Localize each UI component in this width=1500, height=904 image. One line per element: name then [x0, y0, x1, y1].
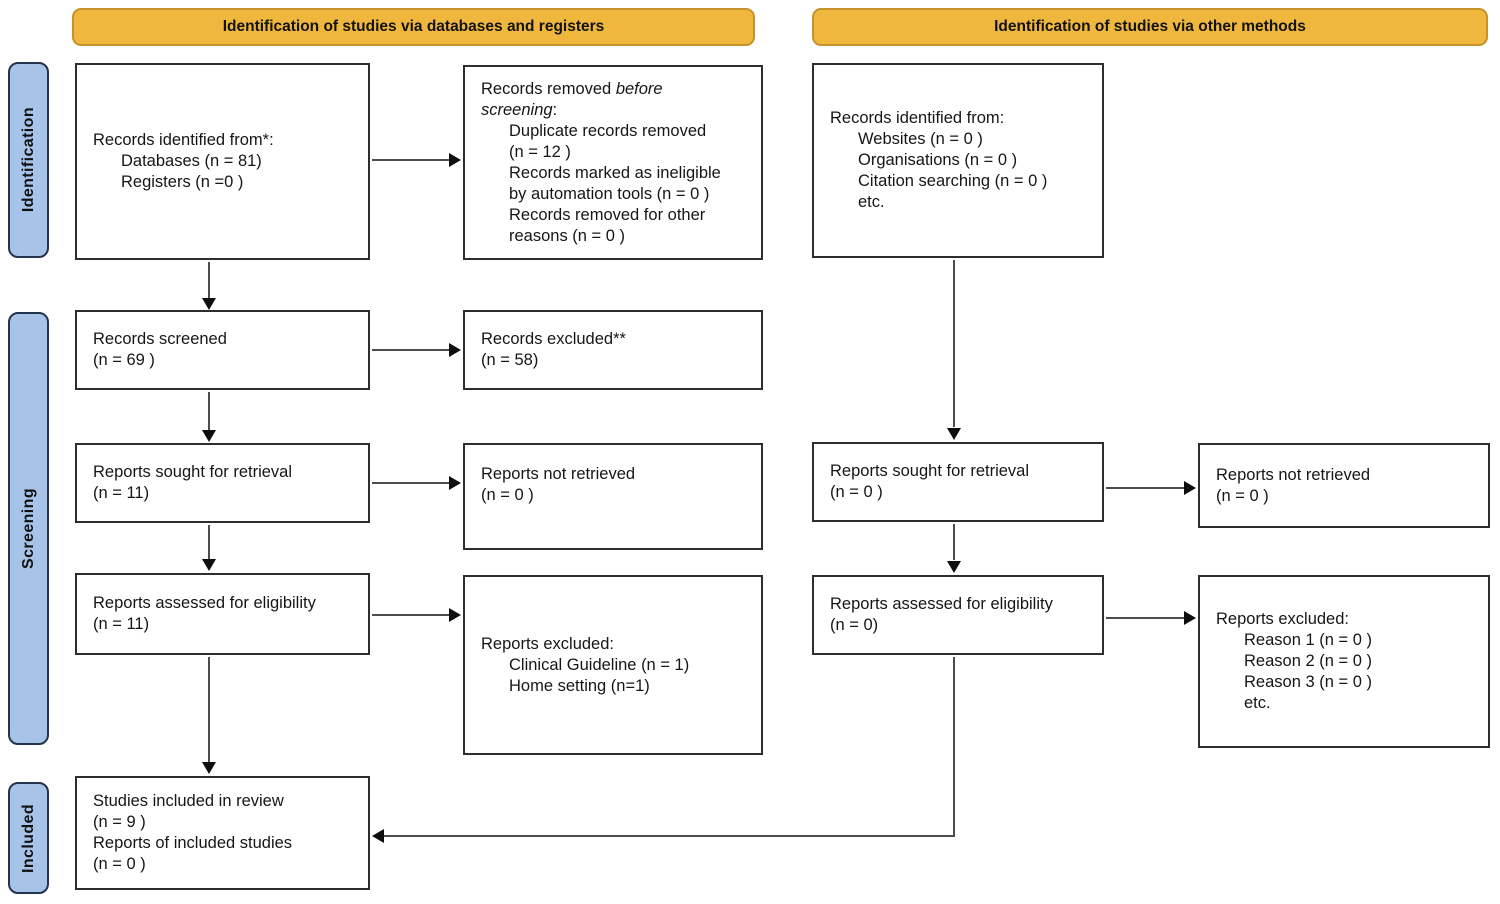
box-item: Reason 1 (n = 0 )	[1244, 631, 1372, 649]
box-reports-sought-other: Reports sought for retrieval (n = 0 )	[812, 442, 1104, 522]
box-item: Databases (n = 81)	[121, 152, 262, 170]
arrowhead-down-icon	[947, 561, 961, 573]
box-item: Reason 2 (n = 0 )	[1244, 652, 1372, 670]
box-records-excluded: Records excluded** (n = 58)	[463, 310, 763, 390]
box-item: Registers (n =0 )	[121, 173, 244, 191]
box-line: Reports of included studies	[93, 834, 293, 852]
arrow-sought-other-to-not-retrieved	[1106, 487, 1184, 489]
box-line: (n = 69 )	[93, 351, 155, 369]
box-item: Clinical Guideline (n = 1)	[509, 655, 690, 674]
arrowhead-right-icon	[449, 608, 461, 622]
box-item: etc.	[858, 193, 885, 211]
phase-label-screening-text: Screening	[19, 488, 37, 569]
box-item: etc.	[1244, 694, 1271, 712]
arrowhead-down-icon	[202, 762, 216, 774]
box-item: Records removed for other	[509, 205, 706, 224]
box-item: reasons (n = 0 )	[509, 226, 626, 245]
arrowhead-down-icon	[202, 559, 216, 571]
box-reports-sought-databases: Reports sought for retrieval (n = 11)	[75, 443, 370, 523]
title-segment: Records removed	[481, 79, 616, 98]
title-segment-italic: screening	[481, 100, 553, 119]
box-line: (n = 58)	[481, 351, 539, 369]
arrowhead-right-icon	[449, 343, 461, 357]
arrowhead-down-icon	[947, 428, 961, 440]
box-line: Studies included in review	[93, 792, 284, 810]
arrow-sought-to-assessed	[208, 525, 210, 560]
box-line: (n = 0 )	[481, 486, 534, 504]
box-title: Reports excluded:	[481, 634, 614, 653]
phase-label-screening: Screening	[8, 312, 49, 745]
arrow-sought-other-to-assessed	[953, 524, 955, 560]
box-reports-assessed-databases: Reports assessed for eligibility (n = 11…	[75, 573, 370, 655]
phase-label-included-text: Included	[19, 803, 37, 873]
box-item: Records marked as ineligible	[509, 163, 721, 182]
box-line: Reports not retrieved	[481, 465, 636, 483]
arrow-identified-to-removed	[372, 159, 449, 161]
phase-label-included: Included	[8, 782, 49, 894]
box-line: Reports assessed for eligibility	[830, 595, 1053, 613]
arrow-assessed-to-excluded	[372, 614, 449, 616]
banner-databases-registers: Identification of studies via databases …	[72, 8, 755, 46]
box-line: Records excluded**	[481, 330, 626, 348]
phase-label-identification: Identification	[8, 62, 49, 258]
box-line: (n = 0 )	[93, 855, 146, 873]
arrow-assessed-to-included	[208, 657, 210, 762]
box-records-screened: Records screened (n = 69 )	[75, 310, 370, 390]
box-item: Home setting (n=1)	[509, 676, 650, 695]
box-reports-not-retrieved-databases: Reports not retrieved (n = 0 )	[463, 443, 763, 550]
arrowhead-right-icon	[1184, 611, 1196, 625]
phase-label-identification-text: Identification	[19, 107, 37, 213]
box-line: Reports assessed for eligibility	[93, 594, 316, 612]
box-line: Reports sought for retrieval	[93, 463, 293, 481]
box-reports-excluded-other: Reports excluded: Reason 1 (n = 0 ) Reas…	[1198, 575, 1490, 748]
box-reports-assessed-other: Reports assessed for eligibility (n = 0)	[812, 575, 1104, 655]
arrowhead-down-icon	[202, 430, 216, 442]
arrow-identified-to-screened	[208, 262, 210, 299]
box-line: Reports not retrieved	[1216, 465, 1371, 484]
box-item: Duplicate records removed	[509, 121, 707, 140]
box-title: Records identified from*:	[93, 131, 274, 149]
arrowhead-down-icon	[202, 298, 216, 310]
box-item: Reason 3 (n = 0 )	[1244, 673, 1372, 691]
arrow-sought-to-not-retrieved	[372, 482, 449, 484]
box-item: (n = 12 )	[509, 142, 571, 161]
arrow-assessed-other-to-excluded	[1106, 617, 1184, 619]
arrow-screened-to-sought	[208, 392, 210, 430]
title-segment-italic: before	[615, 79, 663, 98]
box-title: screening:	[481, 100, 747, 121]
box-studies-included: Studies included in review (n = 9 ) Repo…	[75, 776, 370, 890]
arrowhead-right-icon	[1184, 481, 1196, 495]
arrowhead-left-icon	[372, 829, 384, 843]
banner-other-methods-label: Identification of studies via other meth…	[994, 18, 1306, 35]
box-records-removed-before-screening: Records removed before screening: Duplic…	[463, 65, 763, 260]
box-line: Records screened	[93, 330, 227, 348]
box-item: Citation searching (n = 0 )	[858, 172, 1048, 190]
box-line: (n = 0 )	[830, 483, 883, 501]
box-line: (n = 0 )	[1216, 486, 1269, 505]
banner-databases-registers-label: Identification of studies via databases …	[222, 18, 605, 35]
box-reports-excluded-databases: Reports excluded: Clinical Guideline (n …	[463, 575, 763, 755]
box-records-identified-other: Records identified from: Websites (n = 0…	[812, 63, 1104, 258]
box-line: (n = 9 )	[93, 813, 146, 831]
box-item: by automation tools (n = 0 )	[509, 184, 710, 203]
banner-other-methods: Identification of studies via other meth…	[812, 8, 1488, 46]
box-records-identified-databases: Records identified from*: Databases (n =…	[75, 63, 370, 260]
box-line: (n = 11)	[93, 615, 150, 633]
arrow-identified-other-to-sought	[953, 260, 955, 427]
title-segment: :	[552, 100, 558, 119]
box-line: (n = 0)	[830, 616, 879, 634]
arrow-other-to-included-horizontal	[384, 835, 954, 837]
box-line: Reports sought for retrieval	[830, 462, 1030, 480]
arrowhead-right-icon	[449, 476, 461, 490]
arrow-other-to-included-vertical	[953, 657, 955, 837]
box-title: Reports excluded:	[1216, 610, 1349, 628]
box-title: Records removed before	[481, 79, 747, 100]
box-reports-not-retrieved-other: Reports not retrieved (n = 0 )	[1198, 443, 1490, 528]
arrow-screened-to-excluded	[372, 349, 449, 351]
box-title: Records identified from:	[830, 109, 1005, 127]
box-item: Organisations (n = 0 )	[858, 151, 1018, 169]
arrowhead-right-icon	[449, 153, 461, 167]
box-line: (n = 11)	[93, 484, 150, 502]
box-item: Websites (n = 0 )	[858, 130, 983, 148]
